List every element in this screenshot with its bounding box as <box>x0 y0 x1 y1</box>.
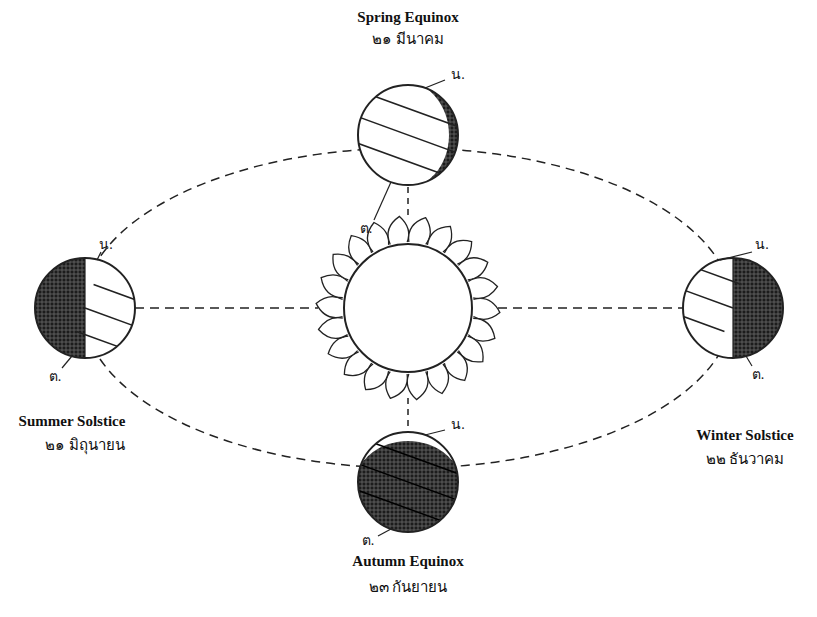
sun-rays <box>316 216 500 399</box>
date-label: ๒๓ กันยายน <box>369 578 448 596</box>
sun-earth-line <box>135 307 318 309</box>
season-name: Winter Solstice <box>696 426 793 444</box>
sun-ray <box>407 372 428 400</box>
earth-outline <box>683 258 783 358</box>
pole-label: ต. <box>752 366 765 384</box>
sun-ray <box>388 216 409 244</box>
date-label: ๒๑ มีนาคม <box>372 30 444 48</box>
pole-label: น. <box>99 236 113 254</box>
sun-ray <box>409 218 431 245</box>
sun-earth-line <box>407 398 409 430</box>
earth-outline <box>358 432 458 532</box>
earth-summer <box>30 250 155 370</box>
earth-spring <box>345 79 471 191</box>
earth-outline <box>35 258 135 358</box>
sun-ray <box>473 298 499 319</box>
terminator <box>732 258 733 358</box>
pole-label: ต. <box>49 368 62 386</box>
sun-ray <box>316 297 342 318</box>
sun-ray <box>386 372 408 399</box>
pole-label: ต. <box>362 532 375 550</box>
sun-ray <box>319 318 348 339</box>
terminator <box>84 258 85 358</box>
sun-ray <box>468 278 497 299</box>
earth-winter <box>665 250 788 370</box>
season-name: Autumn Equinox <box>352 552 463 570</box>
sun-earth-line <box>498 307 683 309</box>
orbit-path <box>83 148 733 468</box>
date-label: ๒๑ มิถุนายน <box>45 436 125 454</box>
pole-label: น. <box>755 236 769 254</box>
pole-label: น. <box>451 66 465 84</box>
pole-leaders <box>62 80 752 536</box>
sun-earth-line <box>407 187 409 218</box>
pole-label: ต. <box>360 220 373 238</box>
sun-disc <box>344 244 472 372</box>
date-label: ๒๒ ธันวาคม <box>706 450 785 468</box>
pole-label: น. <box>451 416 465 434</box>
earth-outline <box>358 85 458 185</box>
season-name: Spring Equinox <box>357 8 458 26</box>
season-name: Summer Solstice <box>19 412 126 430</box>
earth-autumn <box>345 425 471 541</box>
